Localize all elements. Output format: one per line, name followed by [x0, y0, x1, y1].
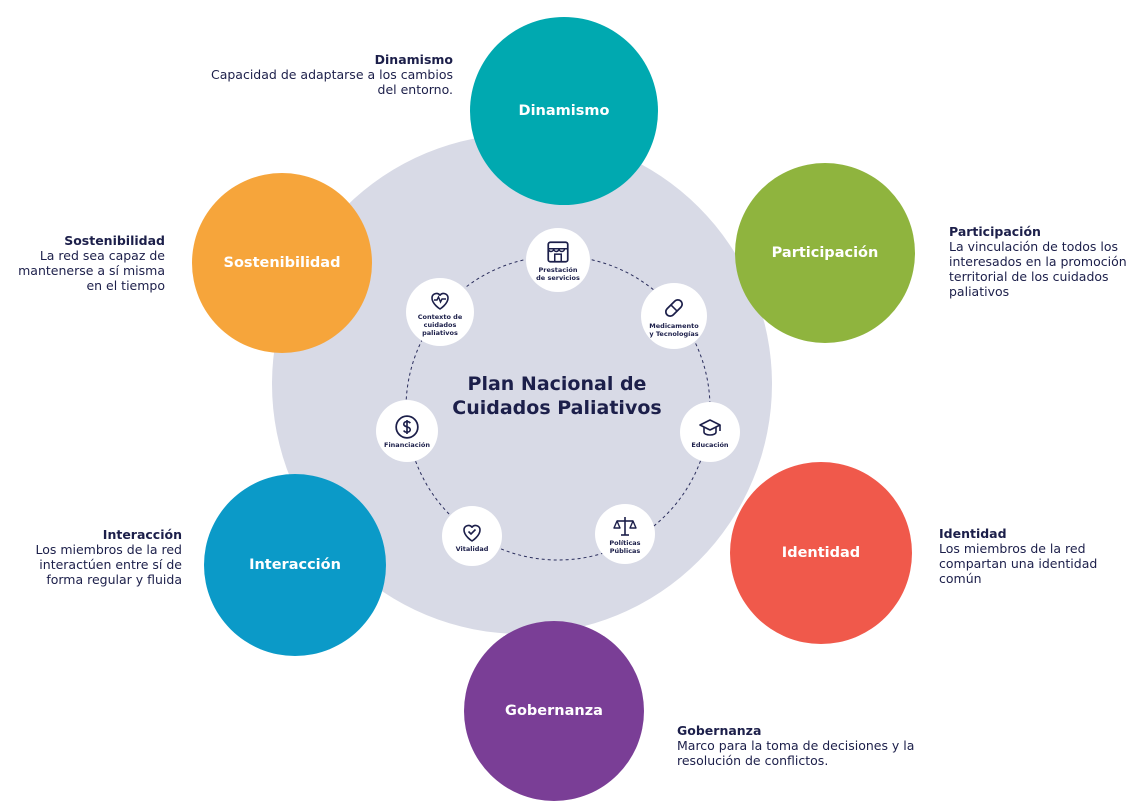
- petal-participacion: Participación: [735, 163, 915, 343]
- description-sostenibilidad: Sostenibilidad La red sea capaz de mante…: [0, 233, 165, 293]
- description-body: Los miembros de la red interactúen entre…: [35, 542, 182, 587]
- node-financiacion: Financiación: [376, 400, 438, 462]
- petal-label: Participación: [771, 245, 879, 261]
- node-label: Educación: [691, 440, 729, 449]
- petal-label: Dinamismo: [518, 103, 610, 119]
- node-label: Vitalidad: [455, 544, 489, 553]
- center-title: Plan Nacional de Cuidados Paliativos: [452, 373, 662, 419]
- node-label: Financiación: [384, 440, 430, 449]
- description-body: Capacidad de adaptarse a los cambios del…: [210, 67, 453, 97]
- description-participacion: Participación La vinculación de todos lo…: [949, 224, 1137, 299]
- petal-interaccion: Interacción: [204, 474, 386, 656]
- petal-gobernanza: Gobernanza: [464, 621, 644, 801]
- description-title: Participación: [949, 224, 1041, 239]
- petal-label: Identidad: [781, 545, 861, 561]
- description-body: La vinculación de todos los interesados …: [949, 239, 1127, 299]
- scale-icon: [613, 516, 637, 536]
- description-identidad: Identidad Los miembros de la red compart…: [939, 526, 1129, 586]
- petal-label: Sostenibilidad: [223, 255, 341, 271]
- petal-dinamismo: Dinamismo: [470, 17, 658, 205]
- description-title: Identidad: [939, 526, 1007, 541]
- description-title: Gobernanza: [677, 723, 762, 738]
- description-dinamismo: Dinamismo Capacidad de adaptarse a los c…: [205, 52, 453, 97]
- heart-pulse-icon: [431, 292, 449, 310]
- petal-label: Gobernanza: [505, 703, 603, 719]
- graduation-cap-icon: [699, 418, 721, 436]
- description-body: Marco para la toma de decisiones y la re…: [677, 738, 915, 768]
- heart-check-icon: [463, 524, 481, 542]
- description-title: Interacción: [102, 527, 182, 542]
- description-body: La red sea capaz de mantenerse a sí mism…: [18, 248, 165, 293]
- description-gobernanza: Gobernanza Marco para la toma de decisio…: [677, 723, 937, 768]
- pill-icon: [664, 298, 684, 317]
- node-vitalidad: Vitalidad: [442, 506, 502, 566]
- dollar-icon: [395, 414, 419, 439]
- petal-label: Interacción: [249, 557, 341, 573]
- store-icon: [547, 240, 569, 263]
- description-title: Sostenibilidad: [64, 233, 165, 248]
- description-interaccion: Interacción Los miembros de la red inter…: [0, 527, 182, 587]
- petal-identidad: Identidad: [730, 462, 912, 644]
- petal-sostenibilidad: Sostenibilidad: [192, 173, 372, 353]
- description-body: Los miembros de la red compartan una ide…: [939, 541, 1098, 586]
- description-title: Dinamismo: [374, 52, 453, 67]
- node-educacion: Educación: [680, 402, 740, 462]
